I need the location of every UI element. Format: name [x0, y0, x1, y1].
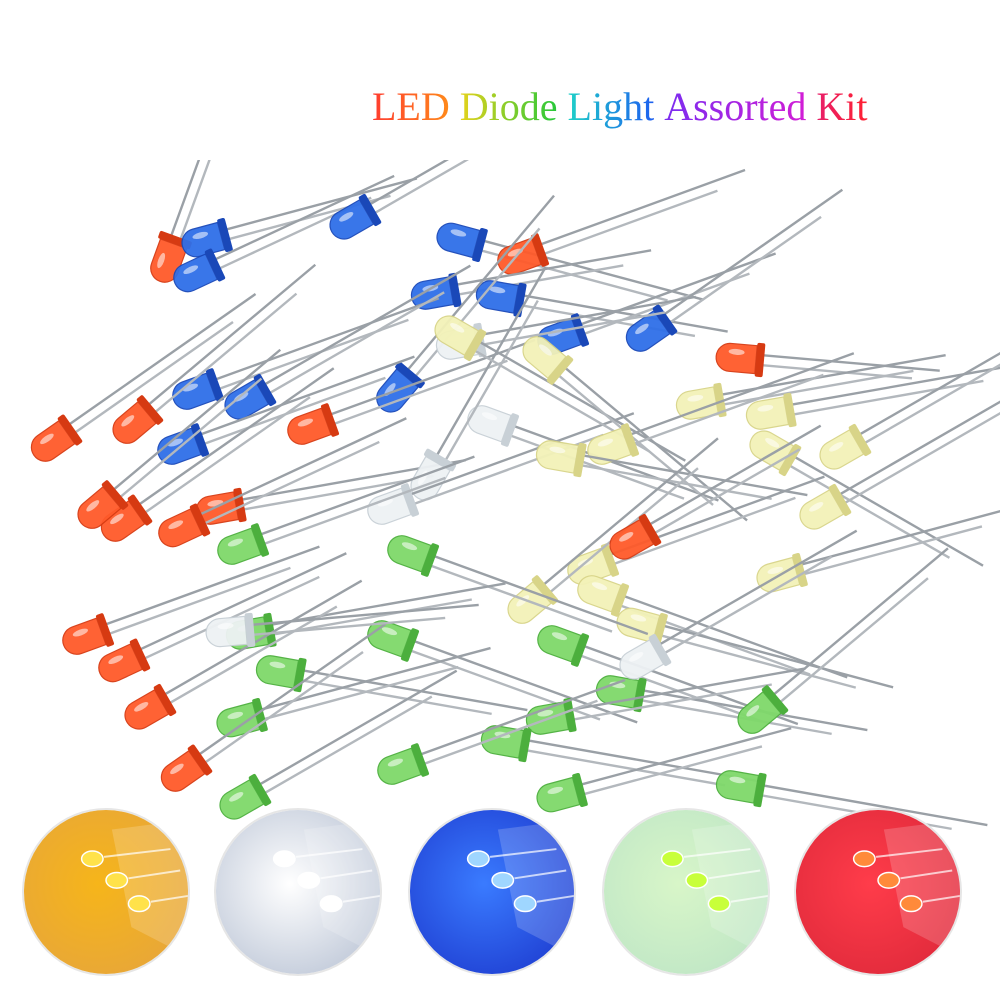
- green-led: [225, 582, 506, 650]
- red-led: [160, 622, 387, 792]
- white-led: [205, 603, 479, 648]
- yellow-led: [799, 379, 1000, 530]
- yellow-led: [819, 324, 1000, 470]
- red-led: [124, 579, 363, 730]
- green-led: [255, 655, 528, 716]
- yellow-led: [535, 440, 808, 501]
- title-word: Light: [568, 82, 655, 132]
- red-led: [609, 424, 822, 560]
- red-led: [112, 263, 317, 444]
- white-led: [410, 266, 547, 501]
- green-led: [480, 725, 763, 787]
- red-led: [287, 338, 536, 445]
- title-word: LED: [372, 82, 450, 132]
- yellow-led: [756, 507, 1000, 593]
- swatch-blue: [408, 808, 576, 976]
- yellow-led: [745, 363, 1000, 430]
- green-led: [377, 678, 626, 785]
- green-led: [536, 727, 792, 813]
- title-word: Diode: [460, 82, 558, 132]
- red-led: [62, 545, 320, 655]
- green-led: [537, 625, 799, 726]
- assorted-leds-photo: [30, 160, 1000, 831]
- swatch-yellow: [22, 808, 190, 976]
- green-led: [216, 646, 491, 738]
- green-led: [737, 547, 949, 734]
- red-led: [158, 417, 407, 548]
- swatch-red: [794, 808, 962, 976]
- title-word: Kit: [816, 82, 867, 132]
- yellow-led: [616, 607, 894, 689]
- red-led: [30, 292, 257, 462]
- blue-led: [625, 188, 844, 352]
- blue-led: [224, 264, 471, 420]
- swatch-white: [214, 808, 382, 976]
- green-led: [387, 535, 649, 636]
- red-led: [100, 367, 335, 542]
- white-led: [467, 405, 719, 502]
- red-led: [77, 348, 282, 529]
- white-led: [619, 529, 858, 680]
- swatch-green: [602, 808, 770, 976]
- blue-led: [537, 252, 777, 355]
- green-led: [715, 770, 988, 831]
- blue-led: [181, 177, 418, 258]
- blue-led: [157, 355, 415, 465]
- blue-led: [329, 160, 559, 240]
- title-word: Assorted: [664, 82, 806, 132]
- color-swatches: [0, 800, 1000, 1000]
- yellow-led: [587, 352, 855, 465]
- green-led: [219, 669, 458, 820]
- yellow-led: [675, 353, 946, 420]
- green-led: [217, 455, 475, 565]
- blue-led: [376, 194, 555, 413]
